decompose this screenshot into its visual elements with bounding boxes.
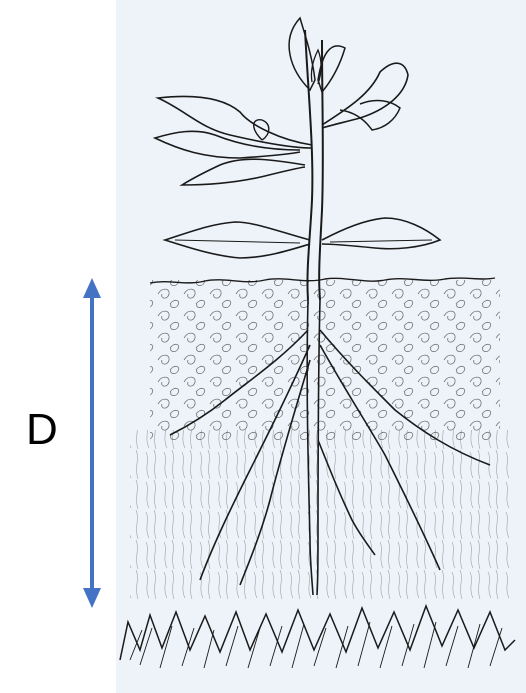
- leaf-middle-right-vein: [330, 240, 432, 242]
- leaf-upper-left-3: [182, 159, 305, 185]
- depth-label: D: [26, 408, 58, 452]
- depth-arrow-head-top: [83, 278, 101, 298]
- leaf-upper-left-1: [158, 96, 312, 148]
- subsoil-texture: [130, 430, 510, 600]
- depth-arrow-head-bottom: [83, 588, 101, 608]
- leaf-upper-right-2: [340, 101, 400, 130]
- leaf-bud-left: [254, 120, 269, 140]
- leaf-middle-left-vein: [175, 240, 300, 243]
- leaf-middle-right: [322, 218, 440, 249]
- depth-arrow: [83, 278, 101, 608]
